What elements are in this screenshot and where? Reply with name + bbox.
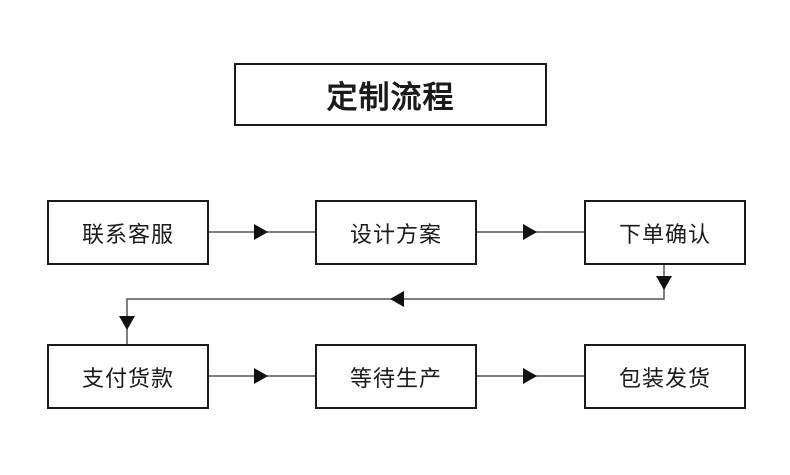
flowchart-title: 定制流程 xyxy=(234,63,547,126)
arrowhead-3-left xyxy=(390,291,404,307)
step-box-contact-service: 联系客服 xyxy=(47,200,209,265)
step-box-payment: 支付货款 xyxy=(47,344,209,409)
arrowhead-4-5 xyxy=(254,368,268,384)
arrowhead-4-down xyxy=(119,316,135,330)
arrowhead-5-6 xyxy=(523,368,537,384)
step-box-production: 等待生产 xyxy=(315,344,477,409)
step-box-shipping: 包装发货 xyxy=(584,344,746,409)
arrowhead-3-down xyxy=(656,276,672,290)
connector-3-4 xyxy=(126,265,665,344)
arrowhead-1-2 xyxy=(254,224,268,240)
arrowhead-2-3 xyxy=(523,224,537,240)
step-box-design-plan: 设计方案 xyxy=(315,200,477,265)
step-box-order-confirm: 下单确认 xyxy=(584,200,746,265)
